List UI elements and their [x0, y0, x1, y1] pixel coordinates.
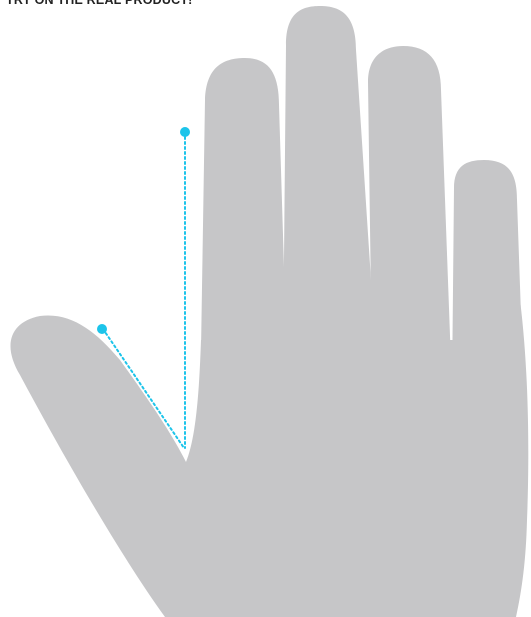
measurement-point-top	[180, 127, 190, 137]
measurement-point-thumb	[97, 324, 107, 334]
middle-finger	[283, 6, 377, 372]
hand	[10, 6, 528, 617]
little-finger	[452, 160, 525, 470]
ring-finger	[368, 46, 452, 390]
index-finger	[201, 58, 287, 365]
